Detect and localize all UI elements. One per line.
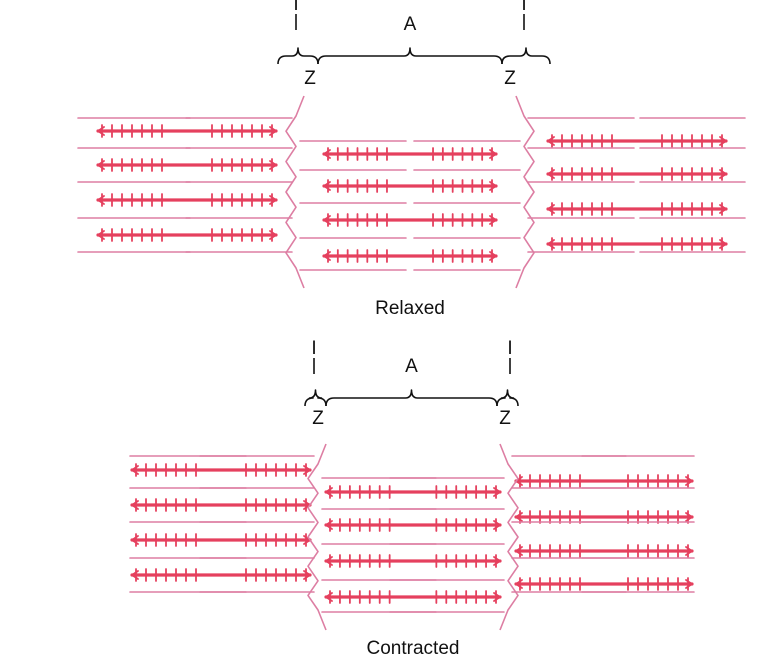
relaxed-i-brace-left [277, 47, 319, 65]
relaxed-i-label-right: I [521, 0, 526, 15]
contracted-center-myosin-3-tip-left [325, 592, 333, 602]
relaxed-left-myosin-2-tip-left [97, 195, 105, 205]
relaxed-left-myosin-1-tip-right [269, 160, 277, 170]
contracted-panel: I A I Z Z Contracted [129, 338, 695, 659]
contracted-right-myosin-1-tip-right [685, 512, 693, 522]
relaxed-z-line-left [285, 95, 305, 289]
contracted-i-label-left: I [311, 338, 316, 359]
relaxed-center-myosin-2-tip-right [489, 215, 497, 225]
relaxed-z-lines [285, 95, 535, 289]
contracted-left-myosin-0-tip-right [303, 465, 311, 475]
relaxed-left-myosin-0-tip-right [269, 126, 277, 136]
relaxed-left-myosin-3-tip-left [97, 230, 105, 240]
contracted-left-myosin-2-tip-left [131, 535, 139, 545]
relaxed-z-line-right [515, 95, 535, 289]
relaxed-left-myosin-3-tip-right [269, 230, 277, 240]
relaxed-a-brace [317, 47, 503, 65]
contracted-a-label: A [405, 356, 418, 377]
relaxed-right-myosin-1-tip-right [719, 169, 727, 179]
contracted-right-myosin-1-tip-left [515, 512, 523, 522]
relaxed-left-myosin-0-tip-left [97, 126, 105, 136]
contracted-center-myosin-3-tip-right [493, 592, 501, 602]
relaxed-right-myosin-2-tip-right [719, 204, 727, 214]
relaxed-panel: I A I Z Z Relaxed [77, 0, 746, 319]
contracted-right-myosin-0-tip-right [685, 476, 693, 486]
contracted-center-myosin-1-tip-left [325, 520, 333, 530]
relaxed-center-myosin-3-tip-left [323, 251, 331, 261]
contracted-z-line-left [307, 443, 327, 631]
relaxed-caption: Relaxed [375, 298, 445, 319]
contracted-i-brace-left [304, 389, 327, 407]
relaxed-right-myosin-1-tip-left [547, 169, 555, 179]
contracted-left-myosin-0-tip-left [131, 465, 139, 475]
contracted-right-myosin-2-tip-right [685, 546, 693, 556]
relaxed-band-annotations: I A I Z Z [277, 0, 551, 89]
contracted-right-myosin-3-tip-left [515, 579, 523, 589]
relaxed-center-myosin-1-tip-right [489, 181, 497, 191]
relaxed-right-myosin-0-tip-left [547, 136, 555, 146]
relaxed-z-label-right: Z [504, 68, 516, 89]
relaxed-right-myosin-3-tip-right [719, 239, 727, 249]
relaxed-left-myosin-2-tip-right [269, 195, 277, 205]
contracted-z-label-right: Z [499, 408, 511, 429]
contracted-right-myosin-2-tip-left [515, 546, 523, 556]
contracted-right-myosin-3-tip-right [685, 579, 693, 589]
relaxed-center-myosin-1-tip-left [323, 181, 331, 191]
contracted-z-label-left: Z [312, 408, 324, 429]
contracted-z-lines [307, 443, 519, 631]
contracted-i-brace-right [496, 389, 519, 407]
contracted-center-myosin-1-tip-right [493, 520, 501, 530]
contracted-left-myosin-1-tip-left [131, 500, 139, 510]
contracted-i-label-right: I [507, 338, 512, 359]
contracted-caption: Contracted [367, 638, 460, 659]
relaxed-center-myosin-0-tip-right [489, 149, 497, 159]
contracted-band-annotations: I A I Z Z [304, 338, 519, 429]
relaxed-filaments [77, 117, 746, 271]
contracted-a-brace [325, 389, 498, 407]
contracted-center-myosin-2-tip-left [325, 556, 333, 566]
relaxed-center-myosin-2-tip-left [323, 215, 331, 225]
relaxed-i-brace-right [501, 47, 551, 65]
relaxed-left-myosin-1-tip-left [97, 160, 105, 170]
contracted-center-myosin-2-tip-right [493, 556, 501, 566]
contracted-center-myosin-0-tip-left [325, 487, 333, 497]
contracted-left-myosin-3-tip-right [303, 570, 311, 580]
relaxed-i-label-left: I [293, 0, 298, 15]
relaxed-right-myosin-3-tip-left [547, 239, 555, 249]
contracted-center-myosin-0-tip-right [493, 487, 501, 497]
relaxed-center-myosin-0-tip-left [323, 149, 331, 159]
contracted-z-line-right [499, 443, 519, 631]
relaxed-z-label-left: Z [304, 68, 316, 89]
relaxed-center-myosin-3-tip-right [489, 251, 497, 261]
contracted-filaments [129, 455, 695, 613]
relaxed-right-myosin-0-tip-right [719, 136, 727, 146]
relaxed-a-label: A [404, 14, 417, 35]
contracted-left-myosin-3-tip-left [131, 570, 139, 580]
relaxed-right-myosin-2-tip-left [547, 204, 555, 214]
